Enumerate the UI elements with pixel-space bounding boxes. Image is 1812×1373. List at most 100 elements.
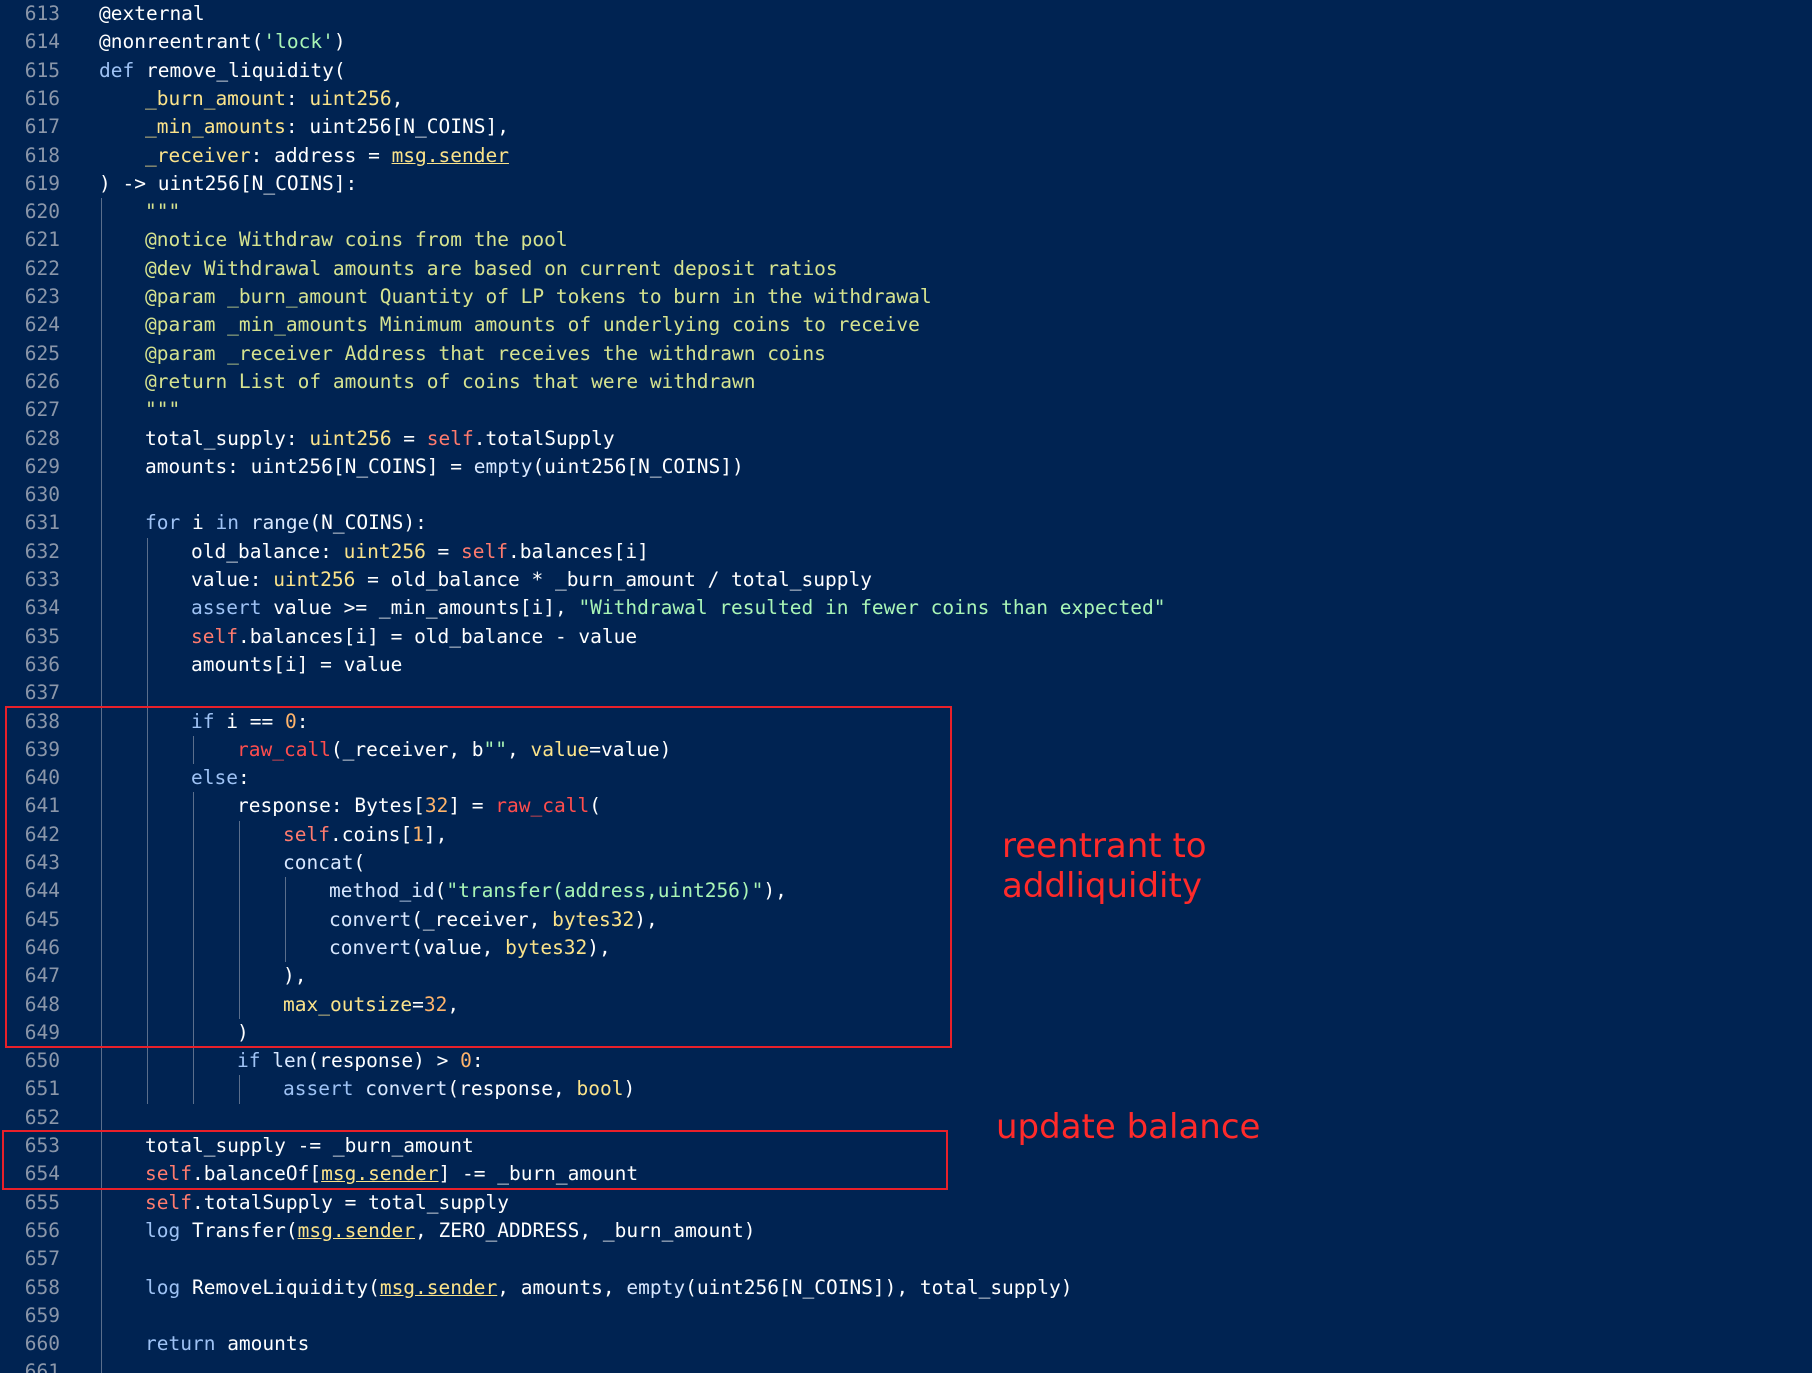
annotation-text: reentrant to (1002, 826, 1207, 867)
indent-guide (147, 537, 148, 1104)
code-token: if (191, 709, 215, 733)
line-number: 620 (24, 200, 60, 224)
code-token: amounts: uint256[N_COINS] = (145, 454, 474, 478)
code-token: (_receiver, b (330, 737, 484, 761)
code-token: (response, (447, 1077, 577, 1101)
code-line[interactable]: 613@external (0, 0, 1812, 28)
code-text: self.coins[1], (283, 821, 447, 849)
code-token: value >= _min_amounts[i], (261, 596, 579, 620)
code-line[interactable]: 622@dev Withdrawal amounts are based on … (0, 255, 1812, 283)
code-token: , (391, 86, 404, 110)
code-text: _receiver: address = msg.sender (145, 142, 509, 170)
code-line[interactable]: 652 (0, 1104, 1812, 1132)
code-line[interactable]: 649) (0, 1019, 1812, 1047)
code-line[interactable]: 637 (0, 679, 1812, 707)
code-token: @param _min_amounts Minimum amounts of u… (145, 313, 920, 337)
code-token: uint256 (309, 426, 392, 450)
code-text: amounts: uint256[N_COINS] = empty(uint25… (145, 453, 744, 481)
indent-guide (193, 735, 194, 765)
line-number: 661 (24, 1360, 60, 1373)
code-token: self (283, 822, 330, 846)
line-number: 633 (24, 568, 60, 591)
code-line[interactable]: 624@param _min_amounts Minimum amounts o… (0, 311, 1812, 339)
code-line[interactable]: 621@notice Withdraw coins from the pool (0, 226, 1812, 254)
code-line[interactable]: 659 (0, 1302, 1812, 1330)
code-text: self.totalSupply = total_supply (145, 1189, 509, 1217)
line-number: 639 (24, 737, 60, 761)
code-token: def (99, 58, 135, 82)
code-token: 0 (284, 709, 297, 733)
code-token: if (237, 1049, 261, 1073)
code-line[interactable]: 627""" (0, 396, 1812, 424)
code-line[interactable]: 617_min_amounts: uint256[N_COINS], (0, 113, 1812, 141)
code-line[interactable]: 620""" (0, 198, 1812, 226)
code-line[interactable]: 625@param _receiver Address that receive… (0, 340, 1812, 368)
code-token: "transfer(address,uint256)" (446, 879, 764, 903)
code-token: max_outsize (283, 992, 413, 1016)
code-token: log (145, 1218, 181, 1242)
code-token: ) (237, 1020, 249, 1044)
code-text: @nonreentrant('lock') (99, 28, 346, 56)
code-token: ( (434, 879, 447, 903)
code-text: max_outsize=32, (283, 991, 459, 1019)
code-line[interactable]: 629 amounts: uint256[N_COINS] = empty(uin… (0, 453, 1812, 481)
code-token: (value, (411, 935, 506, 959)
code-token: bytes32 (552, 907, 635, 931)
code-token: ], (423, 822, 448, 846)
code-line[interactable]: 614@nonreentrant('lock') (0, 28, 1812, 56)
code-token: uint256 (309, 86, 392, 110)
line-number: 632 (24, 539, 60, 563)
code-line[interactable]: 630 (0, 481, 1812, 509)
code-text: convert(value, bytes32), (329, 934, 611, 962)
code-line[interactable]: 657 (0, 1245, 1812, 1273)
annotation-box-reentrant (5, 705, 952, 1049)
code-line[interactable]: 623@param _burn_amount Quantity of LP to… (0, 283, 1812, 311)
code-token: len (272, 1049, 308, 1073)
code-token: ), (634, 907, 658, 931)
line-number: 627 (24, 398, 60, 422)
code-line[interactable]: 626@return List of amounts of coins that… (0, 368, 1812, 396)
code-token: .balances[i] (508, 539, 649, 563)
line-number: 637 (24, 681, 60, 705)
code-line[interactable]: 647), (0, 962, 1812, 990)
code-text: @notice Withdraw coins from the pool (145, 226, 568, 254)
code-token: 'lock' (263, 30, 334, 54)
code-token: : (296, 709, 309, 733)
line-number: 623 (24, 285, 60, 308)
line-number: 629 (24, 454, 60, 478)
code-line[interactable]: 616_burn_amount: uint256, (0, 85, 1812, 113)
code-line[interactable]: 618_receiver: address = msg.sender (0, 142, 1812, 170)
code-line[interactable]: 661 (0, 1358, 1812, 1373)
code-text: total_supply -= _burn_amount (145, 1132, 474, 1160)
line-number: 625 (24, 341, 60, 365)
code-line[interactable]: 619) -> uint256[N_COINS]: (0, 170, 1812, 198)
code-text: if len(response) > 0: (237, 1047, 484, 1075)
